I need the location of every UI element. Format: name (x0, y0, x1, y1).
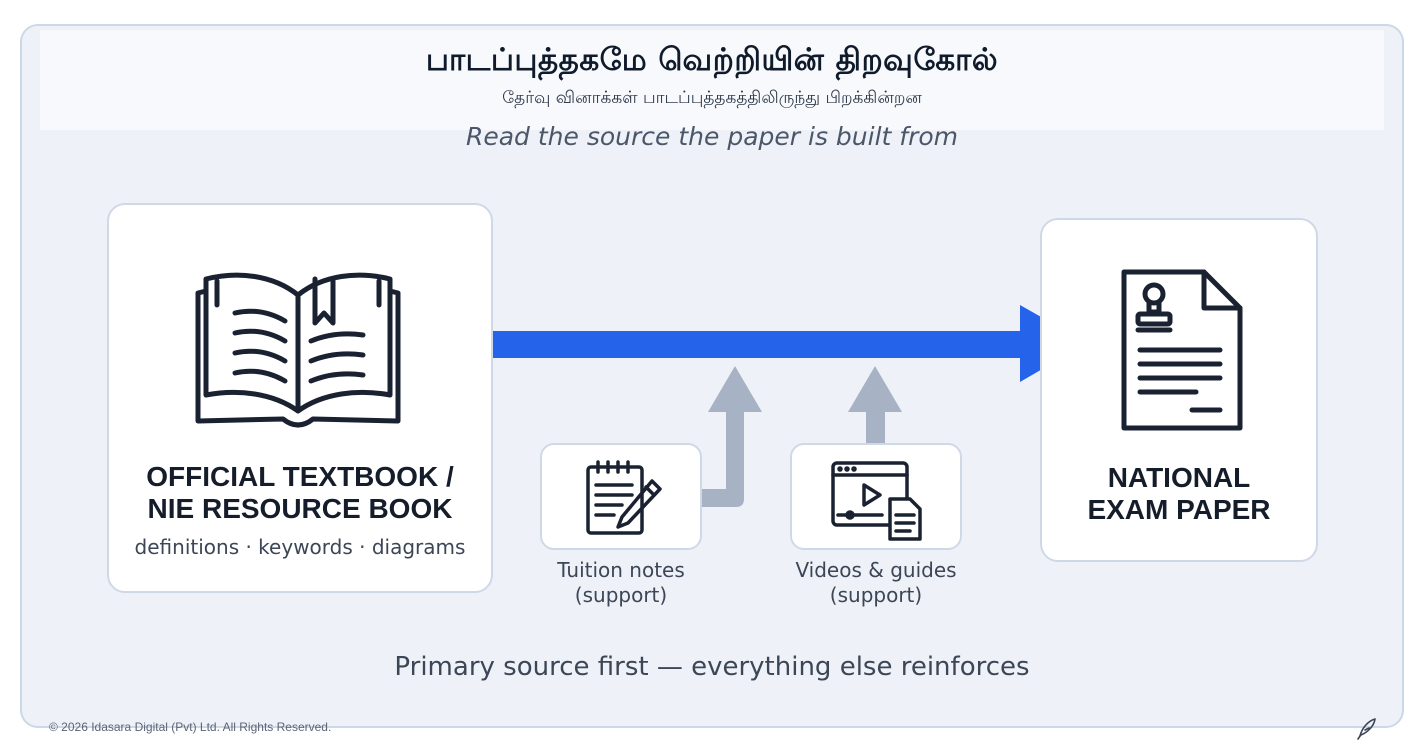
exam-title-line1: NATIONAL (1107, 462, 1251, 493)
tuition-label-line1: Tuition notes (557, 558, 685, 582)
videos-label-line2: (support) (829, 583, 923, 607)
videos-support-arrow (848, 366, 902, 444)
textbook-title-line2: NIE RESOURCE BOOK (147, 493, 453, 524)
textbook-subtitle: definitions · keywords · diagrams (134, 535, 466, 559)
tuition-label-line2: (support) (574, 583, 668, 607)
diagram-title: பாடப்புத்தகமே வெற்றியின் திறவுகோல் (425, 42, 999, 78)
tuition-support-arrow (676, 366, 762, 507)
textbook-card: OFFICIAL TEXTBOOK / NIE RESOURCE BOOK de… (107, 203, 493, 593)
tuition-card (540, 443, 702, 550)
video-document-icon (831, 461, 922, 541)
videos-label-line1: Videos & guides (795, 558, 957, 582)
videos-card (790, 443, 962, 550)
copyright-text: © 2026 Idasara Digital (Pvt) Ltd. All Ri… (49, 720, 332, 734)
title-band (40, 30, 1384, 130)
open-book-icon (195, 272, 401, 428)
main-arrow (437, 305, 1087, 382)
exam-document-icon (1121, 269, 1243, 431)
feather-pen-icon (1357, 718, 1376, 740)
exam-card: NATIONAL EXAM PAPER (1040, 218, 1318, 562)
bottom-message: Primary source first — everything else r… (394, 652, 1030, 682)
tagline: Read the source the paper is built from (465, 122, 959, 151)
diagram-subtitle: தேர்வு வினாக்கள் பாடப்புத்தகத்திலிருந்து… (502, 88, 922, 108)
textbook-title-line1: OFFICIAL TEXTBOOK / (146, 461, 454, 492)
notepad-pencil-icon (586, 460, 662, 535)
exam-title-line2: EXAM PAPER (1087, 494, 1271, 525)
